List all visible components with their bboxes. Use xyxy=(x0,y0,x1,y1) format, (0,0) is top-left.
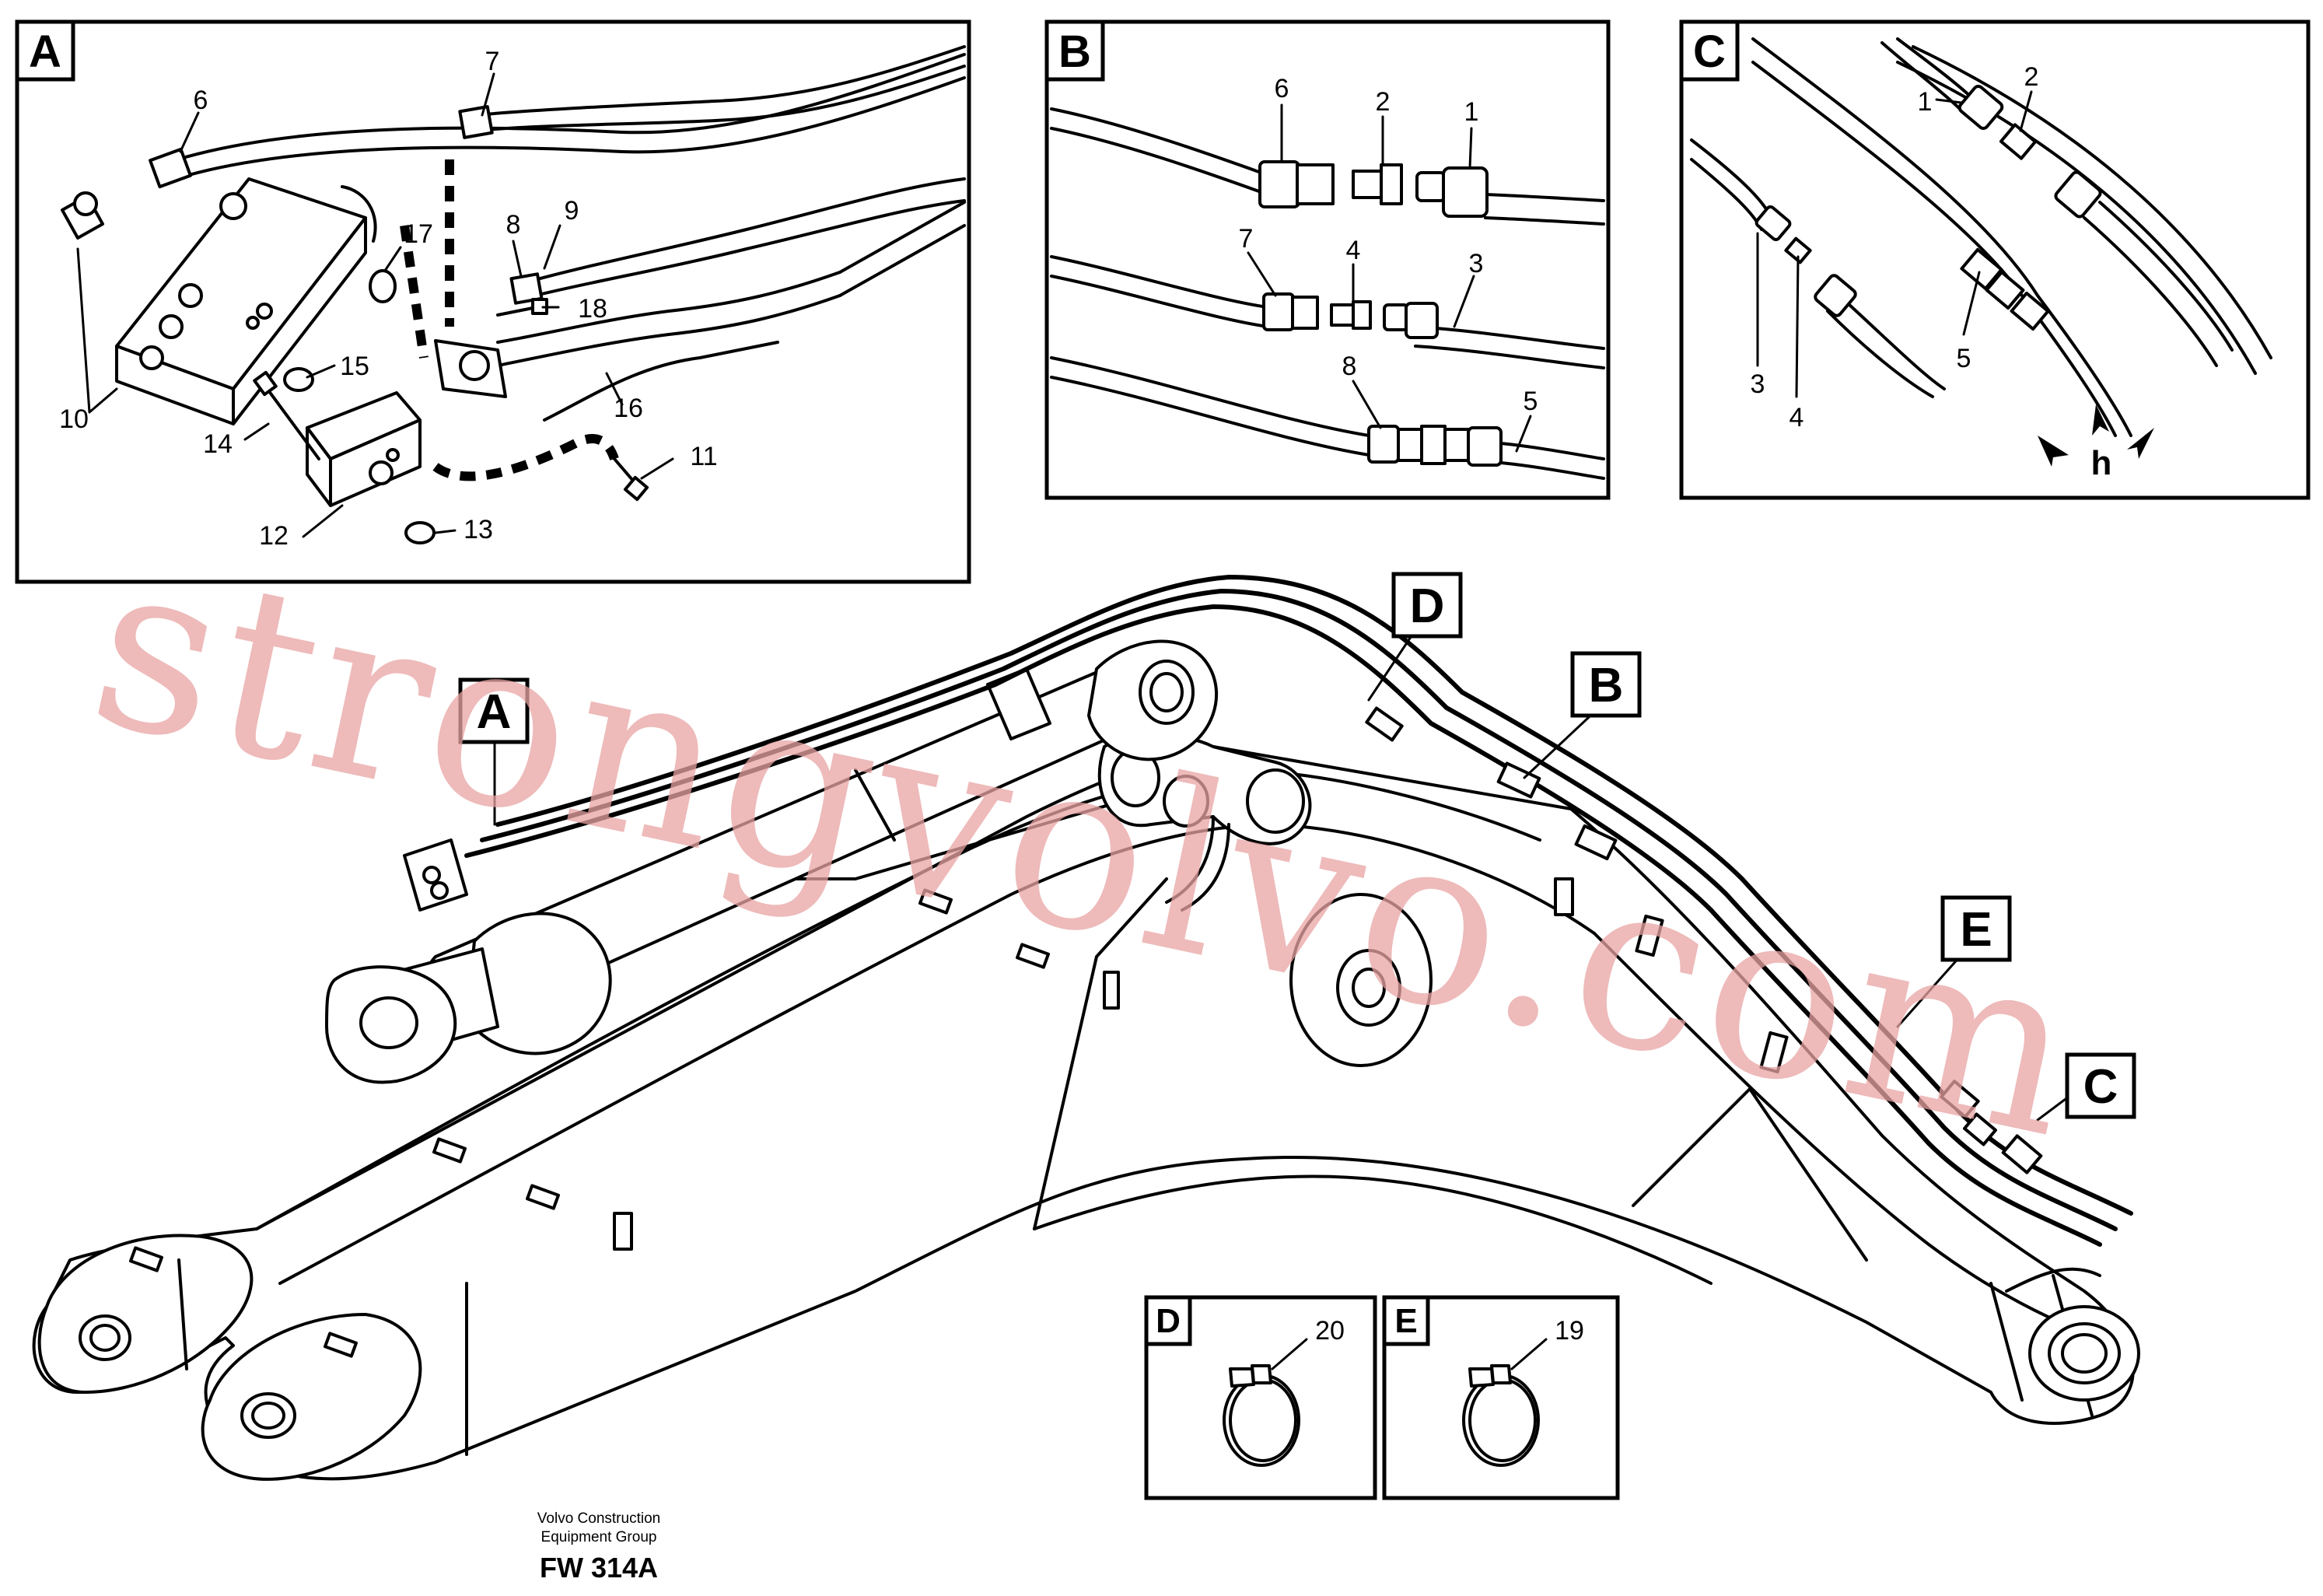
label-c-4: 4 xyxy=(1789,403,1804,432)
label-a-8: 8 xyxy=(506,210,521,240)
label-b-3: 3 xyxy=(1469,249,1484,278)
boom-assembly xyxy=(32,575,2140,1481)
panel-e-letter: E xyxy=(1394,1302,1417,1340)
label-c-3: 3 xyxy=(1751,369,1765,399)
label-a-18: 18 xyxy=(578,294,607,324)
panel-d-letter: D xyxy=(1156,1302,1181,1340)
label-c-1: 1 xyxy=(1918,87,1933,117)
label-b-2: 2 xyxy=(1376,87,1391,117)
callout-c: C xyxy=(2083,1060,2118,1114)
panel-c: C 1 2 3 4 5 h xyxy=(1679,19,2311,500)
label-a-13: 13 xyxy=(464,515,493,544)
label-a-6: 6 xyxy=(194,86,208,115)
panel-c-letter: C xyxy=(1693,26,1726,77)
view-letter-h: h xyxy=(2091,444,2112,482)
footer: Volvo Construction Equipment Group FW 31… xyxy=(537,1510,660,1584)
view-arrow-icon xyxy=(2127,428,2154,459)
callout-a: A xyxy=(477,685,512,739)
label-a-9: 9 xyxy=(565,196,579,226)
label-a-12: 12 xyxy=(259,521,289,551)
footer-company-line1: Volvo Construction xyxy=(537,1510,660,1527)
label-b-5: 5 xyxy=(1524,387,1538,416)
label-a-16: 16 xyxy=(614,394,643,423)
label-e-19: 19 xyxy=(1555,1316,1584,1346)
panel-b: B 6 xyxy=(1044,19,1611,500)
label-c-2: 2 xyxy=(2024,62,2039,92)
panel-d: D 20 xyxy=(1144,1295,1377,1500)
footer-company-line2: Equipment Group xyxy=(541,1529,657,1545)
view-arrow-icon xyxy=(2038,436,2069,467)
label-b-6: 6 xyxy=(1275,74,1289,103)
callout-b: B xyxy=(1589,659,1624,712)
footer-code: FW 314A xyxy=(540,1552,658,1584)
callouts: A B C D E xyxy=(458,572,2136,1122)
panel-a: A xyxy=(15,19,971,584)
callout-d: D xyxy=(1410,579,1445,633)
label-a-15: 15 xyxy=(340,352,369,381)
panel-e: E 19 xyxy=(1382,1295,1620,1500)
label-a-17: 17 xyxy=(404,219,433,249)
label-c-5: 5 xyxy=(1957,344,1971,373)
label-b-1: 1 xyxy=(1464,97,1479,127)
label-a-7: 7 xyxy=(485,47,500,76)
panel-b-letter: B xyxy=(1058,26,1091,77)
label-a-11: 11 xyxy=(690,442,717,471)
label-a-10: 10 xyxy=(59,404,89,434)
label-d-20: 20 xyxy=(1315,1316,1345,1346)
view-arrow-icon xyxy=(2092,404,2109,436)
label-b-7: 7 xyxy=(1239,224,1254,254)
label-b-4: 4 xyxy=(1346,236,1361,265)
label-b-8: 8 xyxy=(1342,352,1357,381)
label-a-14: 14 xyxy=(203,429,233,459)
panel-a-letter: A xyxy=(29,26,61,77)
callout-e: E xyxy=(1960,903,1992,957)
